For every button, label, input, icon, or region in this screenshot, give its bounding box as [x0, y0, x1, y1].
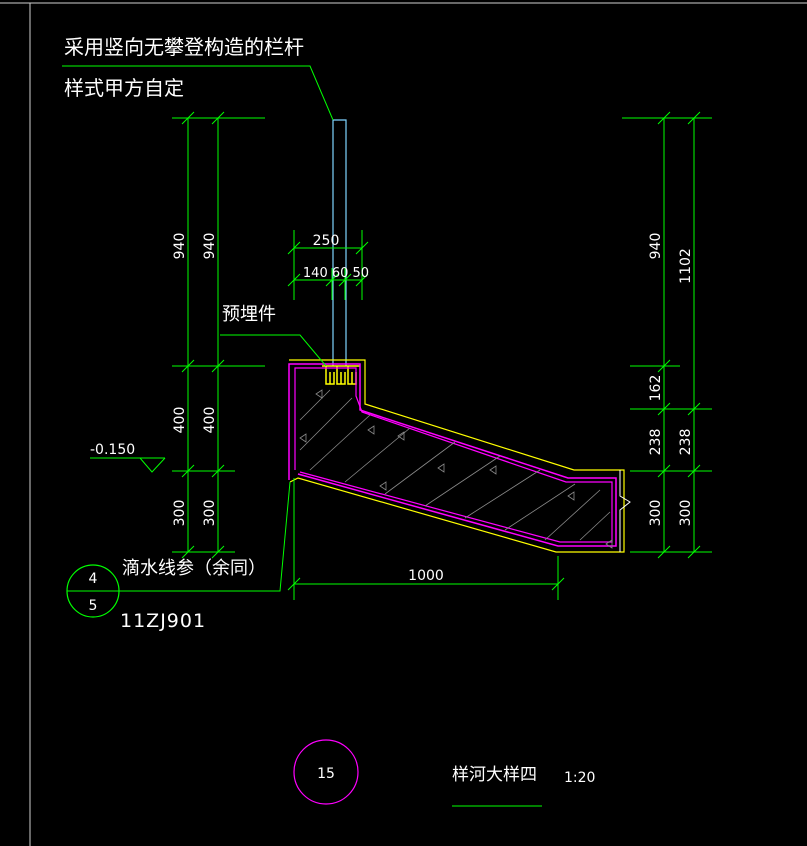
callout-bubble: 4 5 — [66, 564, 120, 618]
dim-right-inner-4: 300 — [648, 500, 664, 527]
elevation-label: -0.150 — [90, 442, 135, 458]
concrete-outline-inner — [294, 367, 613, 543]
right-outer-dims: 1102 238 300 — [678, 248, 694, 526]
dim-left-inner-2: 400 — [202, 407, 218, 434]
break-line — [619, 470, 631, 552]
embedded-part-note: 预埋件 — [222, 304, 276, 325]
dim-left-inner-3: 300 — [202, 500, 218, 527]
leader-lines — [62, 65, 542, 807]
railing — [332, 119, 347, 366]
detail-title: 样河大样四 — [452, 765, 537, 785]
title-bubble: 15 — [293, 739, 359, 805]
dim-left-inner-1: 940 — [202, 233, 218, 260]
dim-left-outer-3: 300 — [172, 500, 188, 527]
dim-right-outer-2: 238 — [678, 429, 694, 456]
dim-bottom: 1000 — [408, 568, 444, 584]
railing-note-line1: 采用竖向无攀登构造的栏杆 — [64, 35, 304, 59]
railing-note-line2: 样式甲方自定 — [64, 76, 184, 100]
dim-top-total: 250 — [313, 233, 340, 249]
embedded-part-symbol — [322, 365, 360, 385]
detail-number: 15 — [317, 766, 335, 782]
finish-outline — [289, 359, 625, 553]
concrete-aggregate — [299, 389, 613, 549]
left-inner-dims: 940 400 300 — [202, 233, 218, 527]
dim-right-outer-3: 300 — [678, 500, 694, 527]
concrete-outline — [288, 363, 617, 547]
dim-right-inner-1: 940 — [648, 233, 664, 260]
dim-right-outer-1: 1102 — [678, 248, 694, 284]
drip-line-note: 滴水线参（余同） — [122, 558, 266, 579]
callout-bottom: 5 — [89, 598, 98, 614]
concrete-hatch — [299, 389, 611, 541]
callout-top: 4 — [89, 571, 98, 587]
dim-left-outer-1: 940 — [172, 233, 188, 260]
dim-top-parts: 140 60 50 — [303, 266, 369, 281]
right-inner-dims: 940 162 238 300 — [648, 233, 664, 527]
atlas-code: 11ZJ901 — [120, 610, 206, 632]
dimension-lines — [172, 111, 712, 600]
dim-right-inner-3: 238 — [648, 429, 664, 456]
dim-right-inner-2: 162 — [648, 375, 664, 402]
dim-left-outer-2: 400 — [172, 407, 188, 434]
detail-scale: 1:20 — [564, 770, 595, 786]
left-outer-dims: 940 400 300 — [172, 233, 188, 527]
